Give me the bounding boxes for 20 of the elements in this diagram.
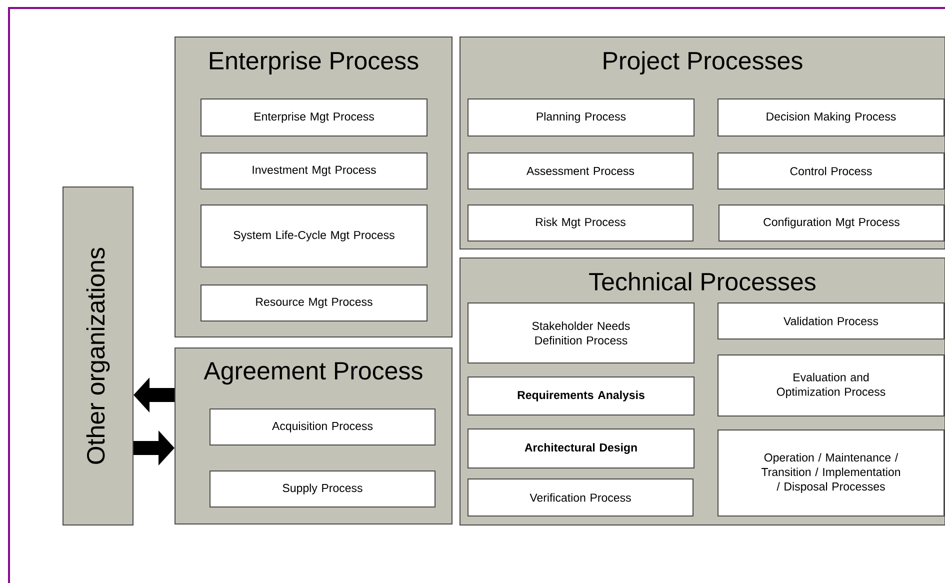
- process-box: Configuration Mgt Process: [718, 204, 944, 242]
- process-box: Operation / Maintenance / Transition / Implementation / Disposal Processes: [718, 430, 944, 516]
- process-box: Verification Process: [468, 478, 694, 516]
- process-box: Investment Mgt Process: [200, 152, 428, 190]
- process-box: Supply Process: [210, 470, 436, 508]
- process-box: Planning Process: [468, 98, 694, 136]
- process-box: Control Process: [718, 152, 944, 190]
- process-box: Decision Making Process: [718, 98, 944, 136]
- process-box: Acquisition Process: [210, 408, 436, 446]
- process-box: Stakeholder Needs Definition Process: [468, 302, 694, 364]
- process-box: Resource Mgt Process: [200, 284, 428, 322]
- organization-panel: Other organizations: [62, 186, 134, 526]
- process-box: Assessment Process: [468, 152, 694, 190]
- process-box: Risk Mgt Process: [468, 204, 694, 242]
- process-box: Validation Process: [718, 302, 944, 340]
- process-box: Requirements Analysis: [468, 376, 694, 416]
- process-box: Enterprise Mgt Process: [200, 98, 428, 136]
- process-box: Architectural Design: [468, 428, 694, 468]
- process-box: Evaluation and Optimization Process: [718, 354, 944, 416]
- process-box: System Life-Cycle Mgt Process: [200, 204, 428, 268]
